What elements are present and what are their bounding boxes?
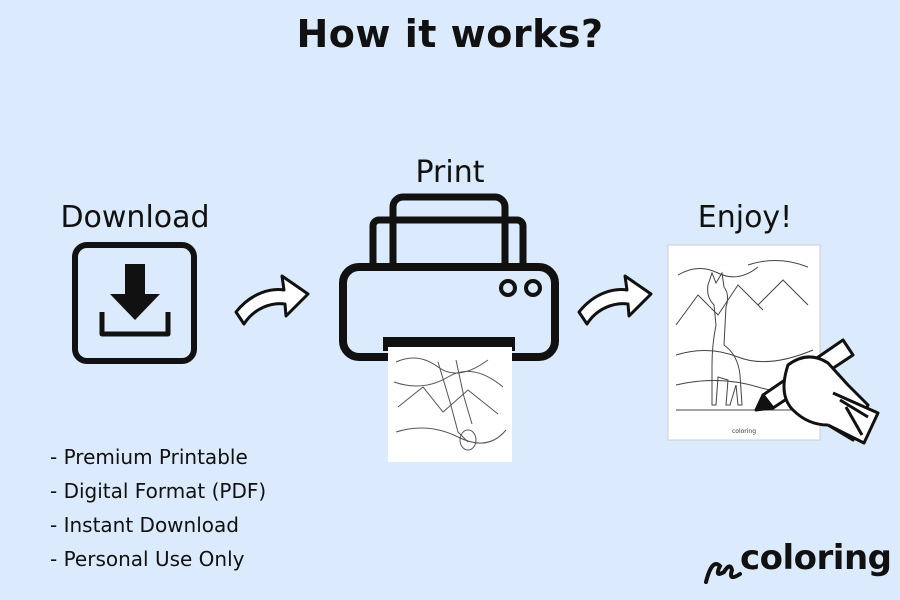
svg-text:coloring: coloring [732,428,756,435]
coloring-page-icon: coloring [667,244,880,445]
feature-item: - Instant Download [50,513,239,537]
feature-item: - Premium Printable [50,445,248,469]
page-title: How it works? [296,12,604,56]
enjoy-label: Enjoy! [697,200,793,235]
feature-list: - Premium Printable - Digital Format (PD… [50,440,266,576]
download-label: Download [60,200,210,235]
print-label: Print [415,155,485,190]
printer-icon [339,193,559,462]
arrow-right-icon [577,274,653,326]
feature-item: - Digital Format (PDF) [50,479,267,503]
download-icon [72,242,197,364]
arrow-right-icon [234,274,310,326]
logo-swoosh-icon [704,562,742,584]
logo: coloring [740,538,892,578]
feature-item: - Personal Use Only [50,547,245,571]
